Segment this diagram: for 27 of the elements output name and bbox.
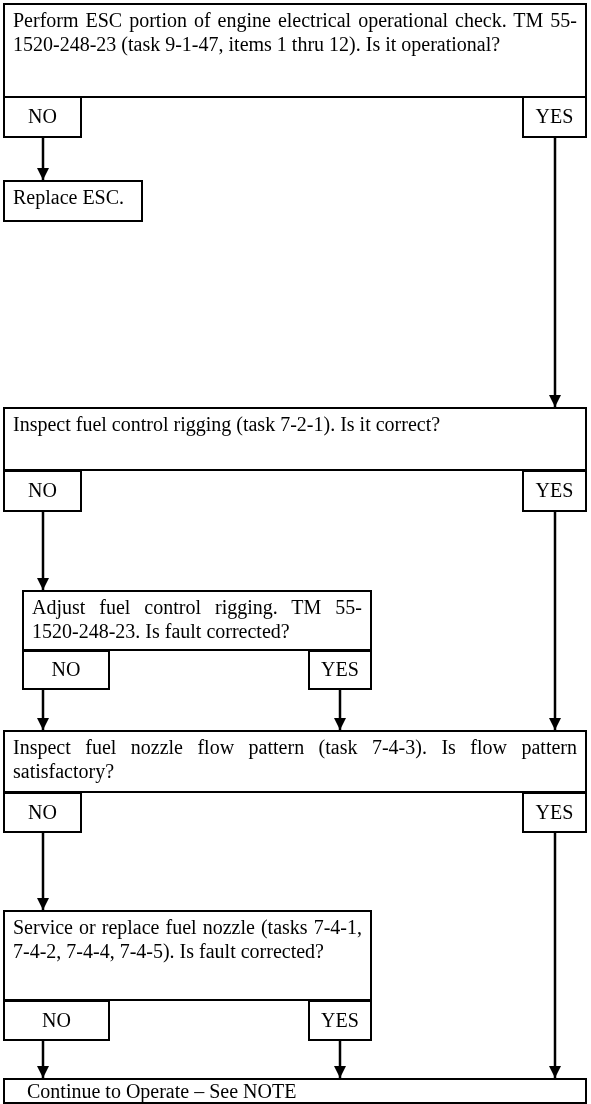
- arrow: [548, 138, 562, 407]
- question-box: Inspect fuel nozzle flow pattern (task 7-4-3). Is flow pattern satisfactory?: [3, 730, 587, 793]
- answer-box: NO: [22, 650, 110, 690]
- answer-box: NO: [3, 470, 82, 512]
- arrow: [333, 690, 347, 730]
- answer-box: YES: [522, 96, 587, 138]
- action-box: Replace ESC.: [3, 180, 143, 222]
- action-box: Continue to Operate – See NOTE: [3, 1078, 587, 1104]
- answer-box: NO: [3, 96, 82, 138]
- answer-box: YES: [522, 470, 587, 512]
- question-box: Service or replace fuel nozzle (tasks 7-4-1, 7-4-2, 7-4-4, 7-4-5). Is fault corrected?: [3, 910, 372, 1001]
- arrow: [36, 690, 50, 730]
- answer-box: NO: [3, 1000, 110, 1041]
- answer-box: YES: [308, 650, 372, 690]
- question-box: Perform ESC portion of engine electrical operational check. TM 55-1520-248-23 (task 9-1-47, items 1 thru 12). Is it operational?: [3, 3, 587, 98]
- arrow: [333, 1041, 347, 1078]
- arrow: [36, 833, 50, 910]
- question-box: Inspect fuel control rigging (task 7-2-1). Is it correct?: [3, 407, 587, 471]
- arrow: [36, 138, 50, 180]
- answer-box: NO: [3, 792, 82, 833]
- arrow: [36, 512, 50, 590]
- question-box: Adjust fuel control rigging. TM 55-1520-248-23. Is fault corrected?: [22, 590, 372, 651]
- arrow: [548, 833, 562, 1078]
- answer-box: YES: [522, 792, 587, 833]
- arrow: [548, 512, 562, 730]
- arrow: [36, 1041, 50, 1078]
- answer-box: YES: [308, 1000, 372, 1041]
